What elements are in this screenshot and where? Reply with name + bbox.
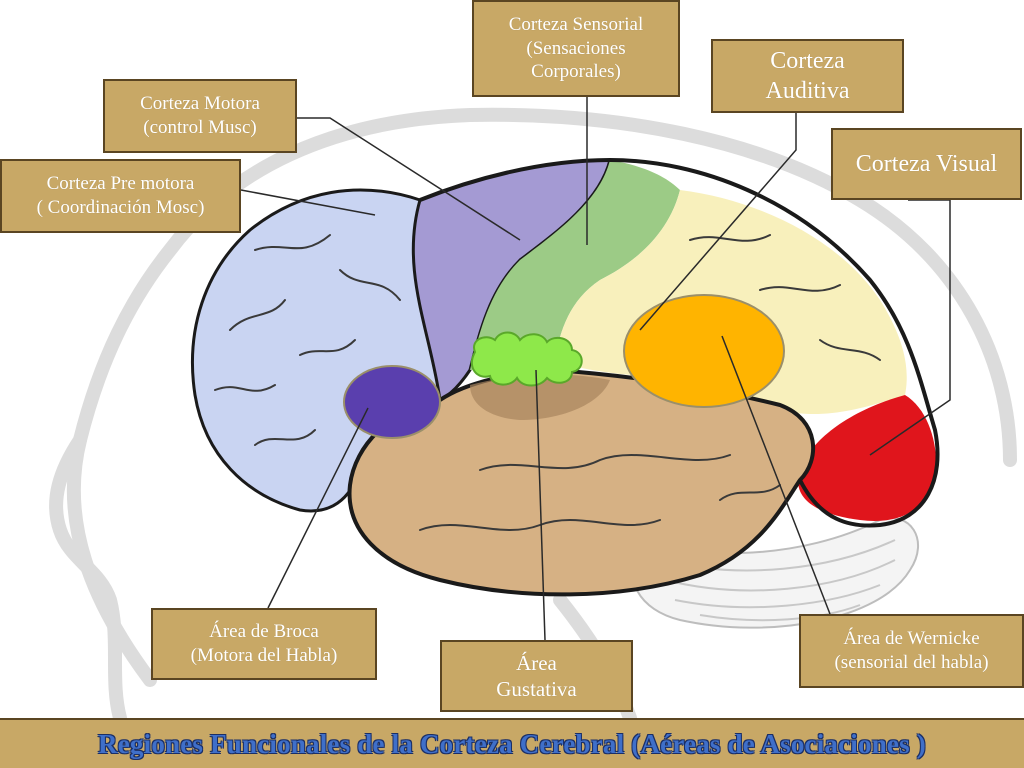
footer-banner: Regiones Funcionales de la Corteza Cereb… xyxy=(0,718,1024,768)
label-visual-cortex: Corteza Visual xyxy=(831,128,1022,200)
label-auditory-cortex: Corteza Auditiva xyxy=(711,39,904,113)
label-sensory-cortex: Corteza Sensorial (Sensaciones Corporale… xyxy=(472,0,680,97)
sensory-strip xyxy=(470,160,680,370)
brain-diagram xyxy=(49,97,1017,718)
gustatory-area xyxy=(470,331,583,387)
label-wernicke-area: Área de Wernicke (sensorial del habla) xyxy=(799,614,1024,688)
label-gustatory-area: Área Gustativa xyxy=(440,640,633,712)
brain-sulci xyxy=(214,234,881,531)
label-broca-area: Área de Broca (Motora del Habla) xyxy=(151,608,377,680)
broca-area xyxy=(343,365,441,439)
wernicke-area xyxy=(623,294,785,408)
brain-outline xyxy=(419,157,940,528)
temporal-lobe xyxy=(347,367,815,597)
footer-title: Regiones Funcionales de la Corteza Cereb… xyxy=(98,728,926,759)
label-motor-cortex: Corteza Motora (control Musc) xyxy=(103,79,297,153)
occipital-lobe xyxy=(798,395,937,521)
insula-shadow xyxy=(470,374,610,420)
leader-lines xyxy=(240,97,951,641)
label-premotor-cortex: Corteza Pre motora ( Coordinación Mosc) xyxy=(0,159,241,233)
